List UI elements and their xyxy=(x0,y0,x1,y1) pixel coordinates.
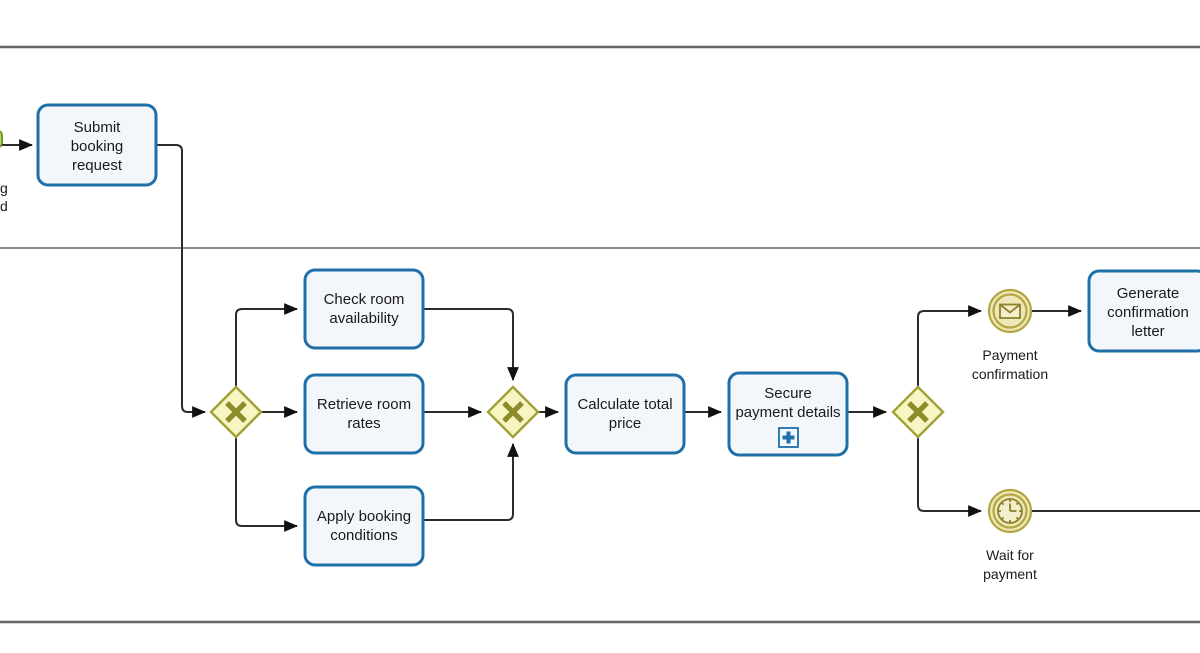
task-label-line: booking xyxy=(71,138,124,155)
flow-split-to-check-availability[interactable] xyxy=(235,303,299,387)
task-label-line: Submit xyxy=(74,119,122,136)
event-label-line: payment xyxy=(983,566,1037,582)
task-label-line: availability xyxy=(329,310,399,327)
exclusive-x-icon xyxy=(502,401,524,423)
event-label-line: confirmation xyxy=(972,366,1048,382)
task-label-line: Secure xyxy=(764,385,812,402)
sequence-flow-layer xyxy=(2,139,1200,532)
gateway-join-parallel-checks[interactable] xyxy=(486,385,540,439)
task-label-line: Generate xyxy=(1117,285,1180,302)
sub-process-plus-icon[interactable] xyxy=(778,427,799,448)
task-label-line: letter xyxy=(1131,323,1164,340)
task-check-room-availability[interactable]: Check room availability xyxy=(303,268,425,350)
task-label-line: conditions xyxy=(330,527,398,544)
task-label-line: Retrieve room xyxy=(317,396,411,413)
flow-split-to-apply-conditions[interactable] xyxy=(235,437,299,532)
task-label-line: payment details xyxy=(735,404,840,421)
event-wait-for-payment[interactable]: Wait for payment xyxy=(983,488,1037,582)
event-label-line: Payment xyxy=(982,347,1037,363)
exclusive-x-icon xyxy=(907,401,929,423)
start-event-clipped[interactable] xyxy=(0,130,3,148)
flow-submit-to-split[interactable] xyxy=(156,144,207,418)
task-apply-booking-conditions[interactable]: Apply booking conditions xyxy=(303,485,425,567)
task-retrieve-room-rates[interactable]: Retrieve room rates xyxy=(303,373,425,455)
flow-outcome-to-wait-for-payment[interactable] xyxy=(917,437,983,517)
gateway-split-parallel-checks[interactable] xyxy=(209,385,263,439)
task-secure-payment-details[interactable]: Secure payment details xyxy=(727,371,849,457)
flow-check-availability-to-join[interactable] xyxy=(423,308,519,382)
event-label-line: Wait for xyxy=(986,547,1034,563)
task-label-line: confirmation xyxy=(1107,304,1189,321)
task-label-line: rates xyxy=(347,415,380,432)
start-event-label-clipped: g d xyxy=(0,180,8,214)
task-label-line: Check room xyxy=(324,291,405,308)
pool-lane-boundaries xyxy=(0,45,1200,624)
envelope-icon xyxy=(999,303,1021,319)
task-label-line: Apply booking xyxy=(317,508,411,525)
start-event-label-fragment-1: g xyxy=(0,180,8,196)
flow-apply-conditions-to-join[interactable] xyxy=(423,442,519,521)
task-generate-confirmation-letter[interactable]: Generate confirmation letter xyxy=(1087,269,1200,353)
gateway-payment-outcome[interactable] xyxy=(891,385,945,439)
flow-outcome-to-payment-confirmation[interactable] xyxy=(917,305,983,387)
event-payment-confirmation[interactable]: Payment confirmation xyxy=(972,288,1048,382)
task-label-line: Calculate total xyxy=(577,396,672,413)
exclusive-x-icon xyxy=(225,401,247,423)
task-submit-booking-request[interactable]: Submit booking request xyxy=(36,103,158,187)
task-label-line: request xyxy=(72,157,123,174)
start-event-label-fragment-2: d xyxy=(0,198,8,214)
task-label-line: price xyxy=(609,415,642,432)
task-calculate-total-price[interactable]: Calculate total price xyxy=(564,373,686,455)
clock-icon xyxy=(997,498,1023,524)
